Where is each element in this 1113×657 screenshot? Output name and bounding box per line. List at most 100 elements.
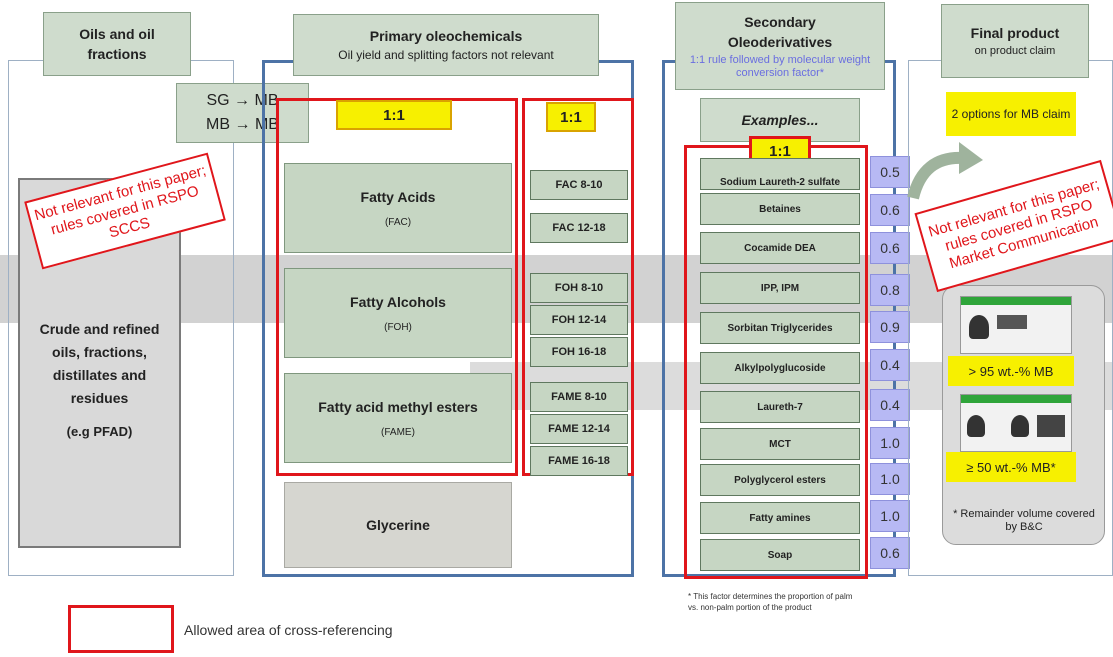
secondary-item-3: IPP, IPM	[700, 272, 860, 304]
subitem-label: FOH 8-10	[554, 282, 604, 294]
factor-value: 0.4	[880, 397, 900, 413]
conversion-box: SG → MB MB → MB	[176, 83, 309, 143]
palm-logo-icon	[969, 315, 989, 339]
factor-value: 0.6	[880, 240, 900, 256]
claim-50-text: ≥ 50 wt.-% MB*	[966, 459, 1056, 475]
col3-header: Secondary Oleoderivatives 1:1 rule follo…	[675, 2, 885, 90]
col3-ratio-text: 1:1	[769, 142, 791, 160]
palm-logo-icon	[967, 415, 985, 437]
mb-options-text: 2 options for MB claim	[951, 106, 1071, 121]
subitem-label: FAC 8-10	[555, 179, 603, 191]
subitem-foh-16-18: FOH 16-18	[530, 337, 628, 367]
label-thumbnail-2	[960, 394, 1072, 452]
subitem-fame-8-10: FAME 8-10	[530, 382, 628, 412]
col2-header-sub: Oil yield and splitting factors not rele…	[338, 48, 554, 62]
col3-footnote: * This factor determines the proportion …	[688, 592, 853, 612]
factor-2: 0.6	[870, 232, 910, 264]
label-header-bar	[961, 395, 1071, 403]
group-fame: Fatty acid methyl esters (FAME)	[284, 373, 512, 463]
conversion-line1: SG → MB	[206, 92, 279, 109]
factor-6: 0.4	[870, 389, 910, 421]
secondary-item-label: Sodium Laureth-2 sulfate	[719, 176, 840, 188]
factor-0: 0.5	[870, 156, 910, 188]
group-foh-abbr: (FOH)	[384, 321, 412, 333]
subitem-foh-12-14: FOH 12-14	[530, 305, 628, 335]
remainder-note: * Remainder volume covered by B&C	[950, 505, 1098, 537]
group-fac-name: Fatty Acids	[360, 188, 436, 205]
label-image-icon	[1037, 415, 1065, 437]
subitem-label: FAME 8-10	[551, 391, 607, 403]
mb-options-box: 2 options for MB claim	[946, 92, 1076, 136]
col2-ratio-sub-text: 1:1	[560, 108, 582, 126]
col4-header-title: Final product	[970, 25, 1060, 41]
examples-label: Examples...	[741, 112, 819, 128]
secondary-item-6: Laureth-7	[700, 391, 860, 423]
subitem-foh-8-10: FOH 8-10	[530, 273, 628, 303]
col2-ratio-sub: 1:1	[546, 102, 596, 132]
subitem-fac-12-18: FAC 12-18	[530, 213, 628, 243]
group-foh-name: Fatty Alcohols	[350, 293, 446, 310]
claim-50: ≥ 50 wt.-% MB*	[946, 452, 1076, 482]
subitem-label: FOH 16-18	[551, 346, 607, 358]
factor-3: 0.8	[870, 274, 910, 306]
secondary-item-10: Soap	[700, 539, 860, 571]
secondary-item-8: Polyglycerol esters	[700, 464, 860, 496]
factor-value: 0.8	[880, 282, 900, 298]
col2-header-title: Primary oleochemicals	[369, 28, 523, 44]
secondary-item-label: Fatty amines	[749, 512, 811, 524]
secondary-item-label: Sorbitan Triglycerides	[727, 322, 833, 334]
secondary-item-5: Alkylpolyglucoside	[700, 352, 860, 384]
subitem-fame-16-18: FAME 16-18	[530, 446, 628, 476]
factor-value: 0.4	[880, 357, 900, 373]
group-fame-name: Fatty acid methyl esters	[318, 398, 478, 415]
col2-ratio-main: 1:1	[336, 100, 452, 130]
secondary-item-label: MCT	[769, 438, 791, 450]
label-thumbnail-1	[960, 296, 1072, 354]
factor-9: 1.0	[870, 500, 910, 532]
subitem-label: FAC 12-18	[552, 222, 606, 234]
factor-value: 0.5	[880, 164, 900, 180]
group-fac: Fatty Acids (FAC)	[284, 163, 512, 253]
factor-value: 0.6	[880, 202, 900, 218]
secondary-item-label: Polyglycerol esters	[734, 474, 826, 486]
group-foh: Fatty Alcohols (FOH)	[284, 268, 512, 358]
factor-7: 1.0	[870, 427, 910, 459]
curved-arrow-icon	[907, 142, 983, 200]
conversion-line2: MB → MB	[206, 116, 279, 133]
glycerine-label: Glycerine	[366, 517, 430, 533]
remainder-text: * Remainder volume covered by B&C	[953, 508, 1095, 533]
secondary-item-label: Alkylpolyglucoside	[734, 362, 826, 374]
col4-header: Final product on product claim	[941, 4, 1089, 78]
factor-value: 0.9	[880, 319, 900, 335]
factor-value: 0.6	[880, 545, 900, 561]
factor-value: 1.0	[880, 471, 900, 487]
col1-content-example: (e.g PFAD)	[66, 423, 133, 439]
secondary-item-label: IPP, IPM	[760, 282, 800, 294]
col3-header-sub: 1:1 rule followed by molecular weight co…	[689, 54, 871, 79]
secondary-item-4: Sorbitan Triglycerides	[700, 312, 860, 344]
col1-header-text: Oils and oil fractions	[79, 26, 155, 62]
claim-95: > 95 wt.-% MB	[948, 356, 1074, 386]
col2-ratio-main-text: 1:1	[383, 106, 405, 124]
subitem-label: FAME 16-18	[548, 455, 610, 467]
group-fac-abbr: (FAC)	[384, 216, 412, 228]
secondary-item-0: Sodium Laureth-2 sulfate	[700, 158, 860, 190]
col3-header-title: Secondary Oleoderivatives	[727, 14, 833, 50]
group-fame-abbr: (FAME)	[381, 426, 415, 438]
subitem-label: FAME 12-14	[548, 423, 610, 435]
col2-header: Primary oleochemicals Oil yield and spli…	[293, 14, 599, 76]
secondary-item-1: Betaines	[700, 193, 860, 225]
col1-header: Oils and oil fractions	[43, 12, 191, 76]
factor-4: 0.9	[870, 311, 910, 343]
factor-1: 0.6	[870, 194, 910, 226]
examples-box: Examples...	[700, 98, 860, 142]
secondary-item-label: Laureth-7	[757, 401, 803, 413]
secondary-item-7: MCT	[700, 428, 860, 460]
label-header-bar	[961, 297, 1071, 305]
secondary-item-label: Betaines	[759, 203, 801, 215]
col2-groups-cross-ref-frame	[276, 98, 518, 476]
claim-95-text: > 95 wt.-% MB	[968, 363, 1054, 379]
secondary-item-label: Soap	[767, 549, 793, 561]
col4-header-sub: on product claim	[974, 45, 1056, 57]
glycerine-box: Glycerine	[284, 482, 512, 568]
